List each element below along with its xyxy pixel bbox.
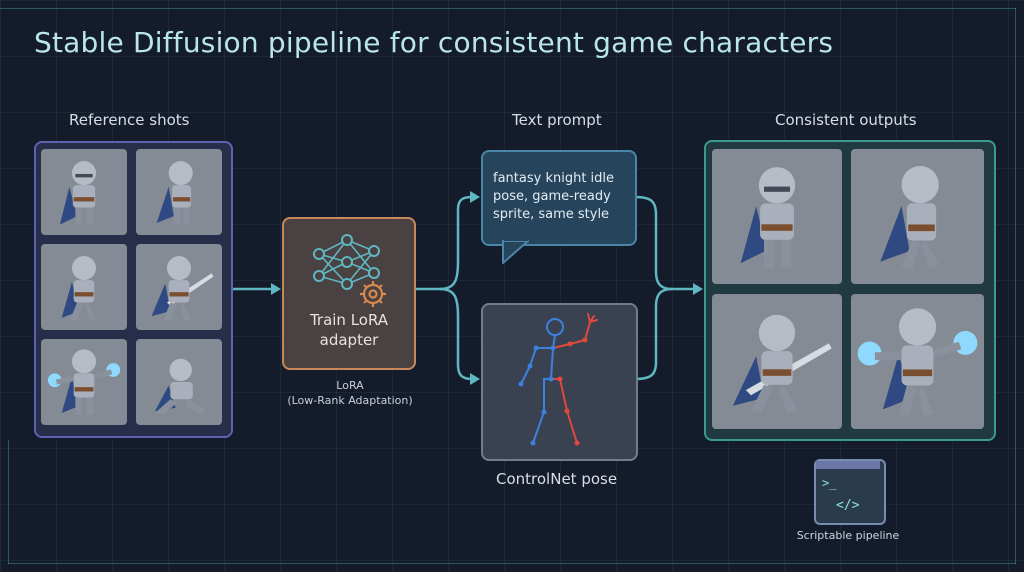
train-lora-label: Train LoRA adapter xyxy=(282,310,416,350)
knight-sprite xyxy=(732,314,832,414)
controlnet-pose-label: ControlNet pose xyxy=(496,470,618,488)
knight-sprite xyxy=(857,308,978,415)
lora-caption-line2: (Low-Rank Adaptation) xyxy=(287,394,413,407)
lora-caption: LoRA (Low-Rank Adaptation) xyxy=(260,378,440,408)
terminal-icon xyxy=(814,459,886,525)
train-lora-label-line2: adapter xyxy=(319,331,379,349)
reference-shots-label: Reference shots xyxy=(69,111,190,129)
knight-sprite xyxy=(151,256,214,322)
output-sword xyxy=(712,294,842,429)
knight-sprite xyxy=(59,161,97,225)
consistent-outputs-label: Consistent outputs xyxy=(775,111,917,129)
output-magic xyxy=(851,294,984,429)
reference-shot-walk xyxy=(41,244,127,330)
frame-line-bottom xyxy=(8,563,1016,564)
frame-line-left xyxy=(8,440,9,564)
prompt-text: fantasy knight idle pose, game-ready spr… xyxy=(493,170,629,224)
page-title: Stable Diffusion pipeline for consistent… xyxy=(34,26,834,59)
text-prompt-label: Text prompt xyxy=(512,111,602,129)
lora-caption-line1: LoRA xyxy=(336,379,364,392)
reference-shot-crouch xyxy=(136,339,222,425)
knight-sprite xyxy=(156,161,193,225)
output-side xyxy=(851,149,984,284)
knight-sprite xyxy=(154,358,205,415)
knight-sprite xyxy=(47,349,121,415)
reference-shot-side xyxy=(136,149,222,235)
frame-line-top xyxy=(0,8,1016,9)
output-front xyxy=(712,149,842,284)
prompt-text-line1: fantasy knight idle xyxy=(493,171,615,186)
reference-shot-sword xyxy=(136,244,222,330)
controlnet-pose-box xyxy=(481,303,638,461)
prompt-text-line3: sprite, same style xyxy=(493,207,610,222)
scriptable-pipeline-caption: Scriptable pipeline xyxy=(796,529,900,542)
knight-sprite xyxy=(880,165,939,270)
train-lora-label-line1: Train LoRA xyxy=(309,311,389,329)
reference-shot-front xyxy=(41,149,127,235)
reference-shot-magic xyxy=(41,339,127,425)
knight-sprite xyxy=(61,256,97,322)
frame-line-right xyxy=(1015,8,1016,564)
knight-sprite xyxy=(740,167,796,269)
prompt-text-line2: pose, game-ready xyxy=(493,189,611,204)
text-prompt-bubble xyxy=(481,150,637,246)
